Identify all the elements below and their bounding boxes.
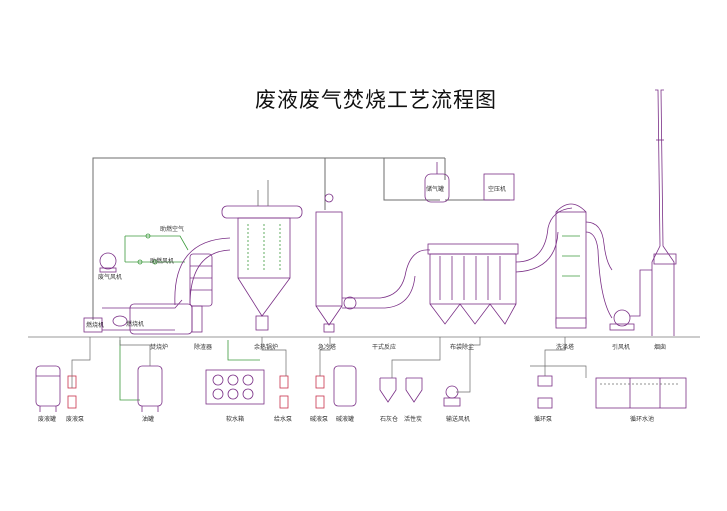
soft-water-tank	[205, 369, 265, 405]
lime-bin	[379, 377, 397, 403]
feed-fan	[443, 385, 461, 407]
incinerator	[129, 303, 203, 335]
duct-scrubber-fan	[585, 221, 613, 319]
label-oil-tank: 油罐	[142, 416, 155, 423]
label-exhaust-fan: 废气风机	[98, 274, 123, 281]
duct-bag-scrubber	[515, 207, 573, 273]
oil-tank	[137, 365, 163, 412]
label-lime-bin: 石灰仓	[380, 416, 399, 423]
exhaust-fan-top	[99, 252, 117, 273]
label-gas-tank: 储气罐	[426, 186, 445, 193]
label-waste-pump: 废液泵	[66, 416, 85, 423]
lye-pump	[315, 375, 325, 409]
label-incinerator: 焚烧炉	[150, 344, 169, 351]
combustor	[83, 299, 183, 333]
chimney	[651, 89, 677, 336]
circ-pool	[595, 377, 687, 409]
label-carbon-bin: 活性炭	[404, 416, 423, 423]
carbon-bin	[405, 377, 423, 403]
label-water-pump: 给水泵	[274, 416, 293, 423]
label-quench-tower: 急冷塔	[318, 344, 337, 351]
label-id-fan: 引风机	[612, 344, 631, 351]
label-burner-fan: 助燃风机	[150, 258, 175, 265]
label-soft-water: 软水箱	[226, 416, 245, 423]
label-waste-tank: 废液罐	[38, 416, 57, 423]
label-bag-filter: 布袋除尘	[450, 344, 475, 351]
duct-incinerator	[174, 237, 231, 306]
label-air-compressor: 空压机	[488, 186, 507, 193]
label-combustor: 燃烧机	[126, 321, 145, 328]
bottom-pipes	[71, 337, 587, 393]
gas-tank	[424, 162, 450, 203]
label-ash-reducer: 除渣器	[194, 344, 213, 351]
label-lye-tank: 碱液罐	[336, 416, 355, 423]
label-circ-pool: 循环水池	[630, 416, 655, 423]
id-fan	[609, 269, 652, 331]
lye-tank	[333, 365, 357, 407]
main-pipe	[92, 157, 510, 320]
label-dry-reactor: 干式反应	[372, 344, 397, 351]
label-lye-pump: 碱液泵	[310, 416, 329, 423]
scrubber	[555, 203, 587, 329]
label-feed-fan: 输送风机	[446, 416, 471, 423]
label-aux-line: 助燃空气	[160, 226, 185, 233]
aux-air-lines	[119, 233, 260, 401]
duct-quench	[341, 275, 416, 310]
diagram-title: 废液废气焚烧工艺流程图	[255, 88, 497, 112]
quench-tower	[315, 193, 343, 333]
label-circ-pump: 循环泵	[534, 416, 553, 423]
waste-tank	[35, 365, 61, 412]
label-combustor-box: 燃烧机	[86, 322, 105, 329]
circ-pumps	[537, 375, 553, 409]
waste-boiler	[221, 180, 303, 331]
air-compressor	[483, 173, 515, 201]
bag-filter	[404, 243, 519, 325]
label-chimney: 烟囱	[654, 344, 667, 351]
ash-reducer	[189, 253, 213, 307]
label-waste-boiler: 余热锅炉	[254, 344, 279, 351]
label-scrubber: 洗涤塔	[556, 344, 575, 351]
water-pump	[279, 375, 289, 409]
